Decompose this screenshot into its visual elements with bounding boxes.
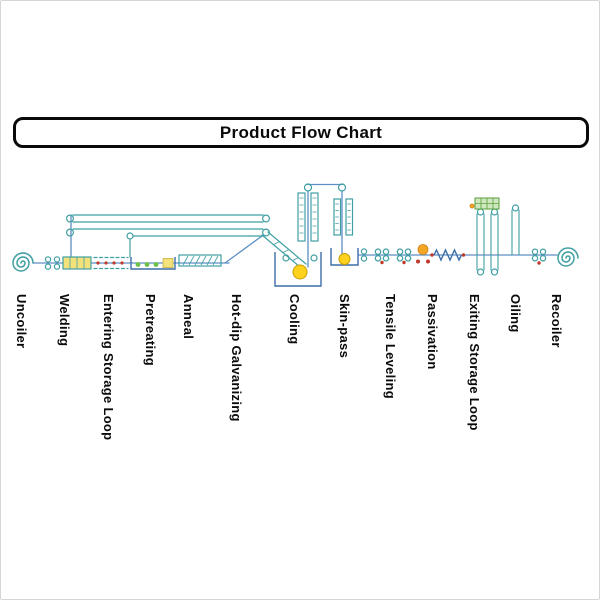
title-box: Product Flow Chart [13, 117, 589, 148]
stage-label-entering-storage-loop: Entering Storage Loop [101, 294, 116, 441]
entry-equipment-symbol [62, 256, 129, 270]
recoiler-symbol [557, 247, 579, 267]
stage-label-uncoiler: Uncoiler [14, 294, 29, 349]
stage-label-oiling: Oiling [508, 294, 523, 333]
stage-label-recoiler: Recoiler [549, 294, 564, 348]
exiting-storage-loop-symbol [469, 197, 500, 276]
welding-rolls-symbol [44, 256, 61, 270]
page-title: Product Flow Chart [219, 122, 383, 142]
stage-label-cooling: Cooling [287, 294, 302, 345]
stage-label-hot-dip-galvanizing: Hot-dip Galvanizing [229, 294, 244, 422]
stage-label-welding: Welding [57, 294, 72, 347]
stage-label-skin-pass: Skin-pass [337, 294, 352, 359]
galvanizing-pot-symbol [274, 252, 322, 287]
pretreating-tank-symbol [130, 257, 176, 270]
anneal-furnace-symbol [178, 254, 222, 267]
cooling-tower-symbol [297, 183, 354, 242]
uncoiler-symbol [12, 252, 34, 272]
stage-label-pretreating: Pretreating [143, 294, 158, 366]
skin-pass-symbol [330, 248, 368, 266]
zigzag-symbol [430, 248, 466, 262]
entering-storage-loop-symbol [65, 214, 307, 268]
stage-label-passivation: Passivation [425, 294, 440, 370]
stage-label-exiting-storage-loop: Exiting Storage Loop [467, 294, 482, 431]
stage-label-anneal: Anneal [181, 294, 196, 340]
tensile-leveler-symbol [374, 248, 412, 265]
passivation-symbol [416, 244, 430, 264]
oiling-symbol [511, 204, 547, 265]
stage-label-tensile-leveling: Tensile Leveling [383, 294, 398, 399]
